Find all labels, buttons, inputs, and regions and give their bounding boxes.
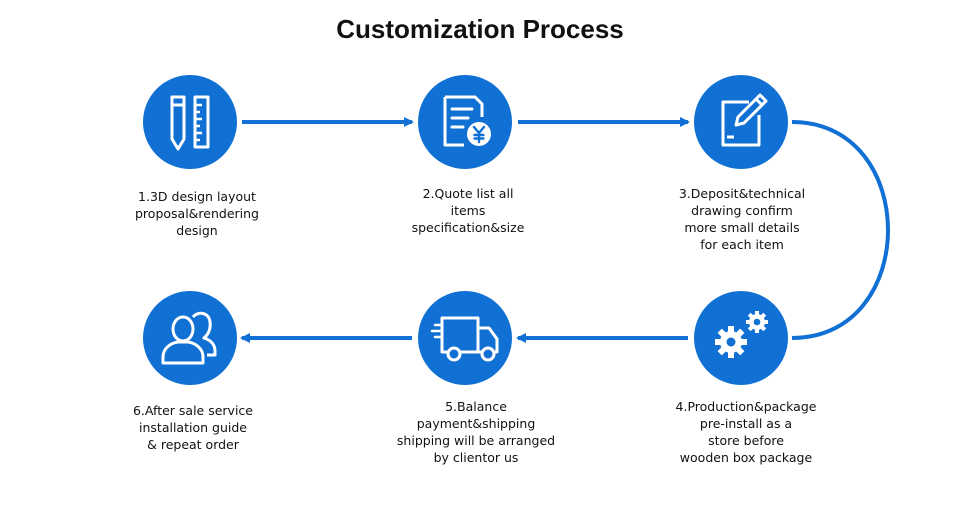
step-2-line-1: 2.Quote list all	[422, 186, 514, 201]
curve-3-to-4	[791, 120, 890, 340]
step-6-circle	[143, 291, 237, 385]
page-title: Customization Process	[336, 14, 624, 44]
step-1-label: 1.3D design layout proposal&rendering de…	[112, 188, 282, 239]
step-4-circle	[694, 291, 788, 385]
step-5-line-4: by clientor us	[433, 450, 519, 465]
users-icon	[161, 311, 217, 365]
step-5-circle	[418, 291, 512, 385]
step-4-label: 4.Production&package pre-install as a st…	[661, 398, 831, 466]
step-5-label: 5.Balance payment&shipping shipping will…	[391, 398, 561, 466]
step-3-line-1: 3.Deposit&technical	[678, 186, 806, 201]
step-6-line-3: & repeat order	[147, 437, 239, 452]
step-3-circle	[694, 75, 788, 169]
step-2-line-3: specification&size	[411, 220, 525, 235]
step-6-label: 6.After sale service installation guide …	[108, 402, 278, 453]
step-2-line-2: items	[450, 203, 486, 218]
pencil-ruler-icon	[170, 95, 210, 151]
step-6-line-2: installation guide	[139, 420, 247, 435]
step-4-line-2: pre-install as a	[699, 416, 793, 431]
step-5-line-2: payment&shipping	[416, 416, 536, 431]
pen-paper-icon	[721, 93, 768, 147]
step-1-line-2: proposal&rendering	[135, 206, 259, 221]
delivery-truck-icon	[430, 316, 499, 362]
step-4-line-3: store before	[708, 433, 784, 448]
step-1-line-3: design	[176, 223, 218, 238]
quote-list-yuan-icon	[443, 95, 491, 147]
step-5-line-1: 5.Balance	[445, 399, 507, 414]
step-6-line-1: 6.After sale service	[132, 403, 253, 418]
step-5-line-3: shipping will be arranged	[396, 433, 556, 448]
step-3-label: 3.Deposit&technical drawing confirm more…	[657, 185, 827, 253]
step-3-line-2: drawing confirm	[691, 203, 793, 218]
step-3-line-3: more small details	[684, 220, 800, 235]
step-4-line-1: 4.Production&package	[675, 399, 817, 414]
step-1-circle	[143, 75, 237, 169]
step-1-line-1: 1.3D design layout	[138, 189, 256, 204]
step-4-line-4: wooden box package	[679, 450, 813, 465]
step-2-label: 2.Quote list all items specification&siz…	[383, 185, 553, 236]
step-3-line-4: for each item	[700, 237, 784, 252]
gears-icon	[715, 311, 768, 358]
step-2-circle	[418, 75, 512, 169]
